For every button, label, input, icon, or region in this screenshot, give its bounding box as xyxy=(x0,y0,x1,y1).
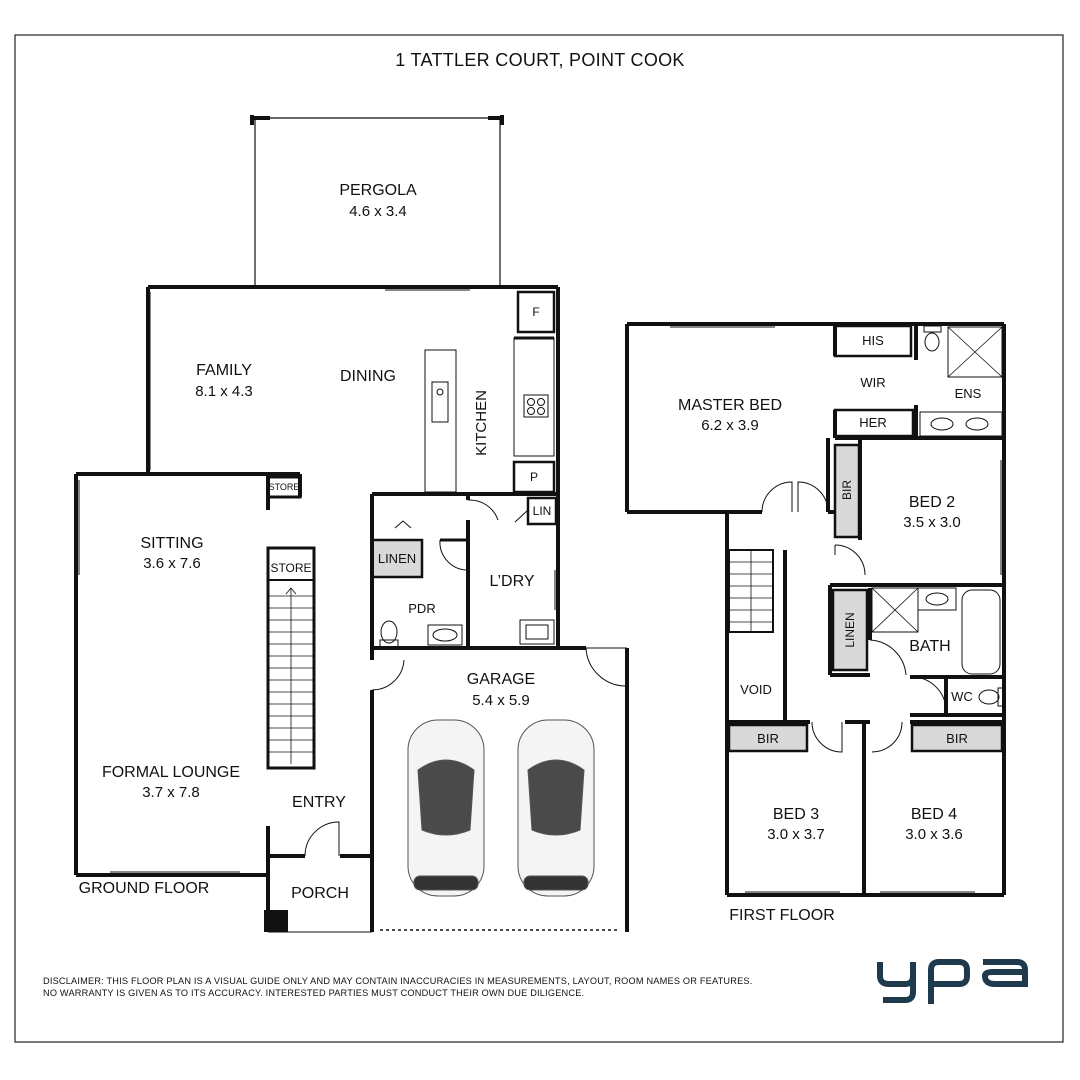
first-floor-label: FIRST FLOOR xyxy=(729,907,835,924)
formal-lounge-label: FORMAL LOUNGE xyxy=(102,764,240,781)
pergola-size: 4.6 x 3.4 xyxy=(349,203,407,220)
fridge-label: F xyxy=(532,305,539,319)
cooktop xyxy=(523,394,549,418)
pergola-label: PERGOLA xyxy=(339,182,417,199)
bath-label: BATH xyxy=(909,638,950,655)
bed3-label: BED 3 xyxy=(773,806,819,823)
plan-title: 1 TATTLER COURT, POINT COOK xyxy=(395,50,685,70)
disclaimer: DISCLAIMER: THIS FLOOR PLAN IS A VISUAL … xyxy=(43,976,803,999)
bir-bed2 xyxy=(833,443,861,539)
linen-first xyxy=(831,588,869,672)
master-bed-label: MASTER BED xyxy=(678,397,782,414)
bir-bed3-label: BIR xyxy=(757,731,779,746)
her-label: HER xyxy=(859,415,886,430)
ens-vanity xyxy=(919,411,1003,437)
stair xyxy=(266,546,316,770)
laundry-tub xyxy=(519,619,555,645)
bed4-label: BED 4 xyxy=(911,806,957,823)
laundry-label: L’DRY xyxy=(489,573,534,590)
pdr-toilet xyxy=(380,620,398,644)
dining-label: DINING xyxy=(340,368,396,385)
ens-label: ENS xyxy=(955,386,982,401)
kitchen-island xyxy=(424,349,457,493)
lin-cupboard xyxy=(526,496,558,526)
car-left xyxy=(407,719,485,897)
disclaimer-line-2: NO WARRANTY IS GIVEN AS TO ITS ACCURACY.… xyxy=(43,987,585,998)
bir-bed4 xyxy=(910,723,1004,753)
bir-bed2-label: BIR xyxy=(840,480,854,500)
first-floor xyxy=(625,322,1006,897)
first-labels: MASTER BED 6.2 x 3.9 HIS WIR HER ENS BIR… xyxy=(678,333,982,924)
store-stair-label: STORE xyxy=(270,561,311,575)
pantry xyxy=(512,460,556,494)
pdr-label: PDR xyxy=(408,601,435,616)
lin-label: LIN xyxy=(533,504,552,518)
sitting-size: 3.6 x 7.6 xyxy=(143,555,201,572)
garage-label: GARAGE xyxy=(467,671,535,688)
pergola-outline xyxy=(254,117,501,285)
store-top-label: STORE xyxy=(269,482,300,492)
garage-size: 5.4 x 5.9 xyxy=(472,692,530,709)
formal-lounge-size: 3.7 x 7.8 xyxy=(142,784,200,801)
stair-treads xyxy=(268,587,314,764)
ground-labels: PERGOLA 4.6 x 3.4 FAMILY 8.1 x 4.3 DININ… xyxy=(79,182,552,902)
ground-floor-label: GROUND FLOOR xyxy=(79,880,210,897)
fridge xyxy=(516,290,556,334)
porch-post xyxy=(264,910,288,932)
sitting-label: SITTING xyxy=(140,535,203,552)
bed2-label: BED 2 xyxy=(909,494,955,511)
bath-basin xyxy=(917,587,957,611)
ens-toilet xyxy=(924,332,940,352)
wir-label: WIR xyxy=(860,375,885,390)
bed3-size: 3.0 x 3.7 xyxy=(767,826,825,843)
porch-label: PORCH xyxy=(291,885,349,902)
his-robe xyxy=(833,324,913,358)
bathtub xyxy=(961,589,1001,675)
kitchen-label: KITCHEN xyxy=(473,390,490,456)
bed4-size: 3.0 x 3.6 xyxy=(905,826,963,843)
bed2-size: 3.5 x 3.0 xyxy=(903,514,961,531)
page-frame xyxy=(14,34,1064,1043)
wc-label: WC xyxy=(951,689,973,704)
family-size: 8.1 x 4.3 xyxy=(195,383,253,400)
linen-label: LINEN xyxy=(378,551,416,566)
family-label: FAMILY xyxy=(196,362,252,379)
bir-bed4-label: BIR xyxy=(946,731,968,746)
sink xyxy=(431,381,449,423)
void-label: VOID xyxy=(740,682,772,697)
ypa-logo xyxy=(877,959,1028,1004)
entry-label: ENTRY xyxy=(292,794,346,811)
ground-floor xyxy=(74,115,629,933)
ens-shower xyxy=(947,326,1003,378)
his-label: HIS xyxy=(862,333,884,348)
bir-bed3 xyxy=(727,723,809,753)
disclaimer-line-1: DISCLAIMER: THIS FLOOR PLAN IS A VISUAL … xyxy=(43,976,753,986)
wc-toilet xyxy=(978,689,1000,705)
pdr-basin xyxy=(427,624,463,646)
car-right xyxy=(517,719,595,897)
pantry-label: P xyxy=(530,470,538,484)
master-bed-size: 6.2 x 3.9 xyxy=(701,417,759,434)
linen-first-label: LINEN xyxy=(843,612,857,647)
